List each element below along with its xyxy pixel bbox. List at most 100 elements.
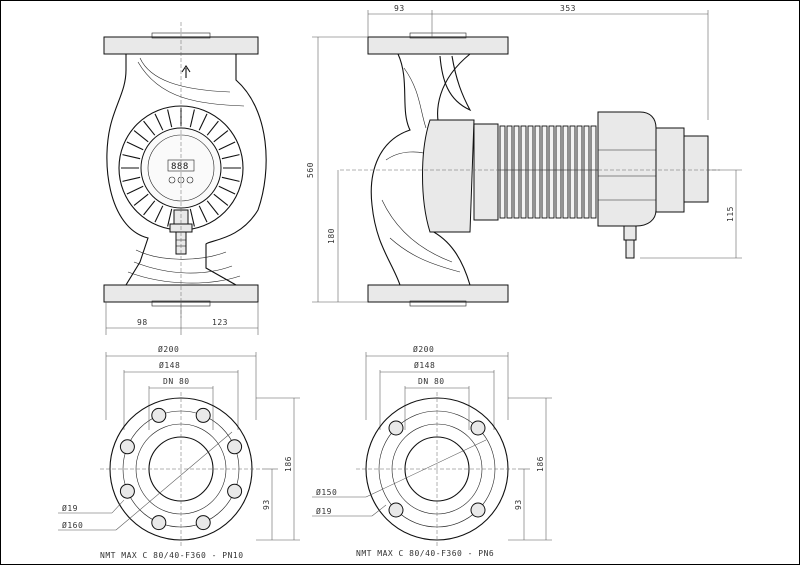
pn6-dim-hole: Ø19 (316, 506, 332, 516)
pn10-dim-half: 93 (262, 499, 271, 510)
cooling-fin (213, 130, 229, 143)
pn10-dim-hole: Ø19 (62, 503, 78, 513)
bolt-hole (151, 407, 167, 423)
cooling-fin (189, 109, 195, 128)
pn6-dim-pitch: Ø148 (414, 360, 435, 370)
motor-fin (583, 125, 590, 219)
bolt-hole (195, 407, 211, 423)
pn10-dim-bolt-circle: Ø160 (62, 520, 83, 530)
cooling-fin (154, 205, 164, 223)
neck-line-2 (133, 261, 233, 274)
cooling-fin (143, 200, 156, 216)
side-dim-total-length: 353 (560, 4, 576, 13)
pn10-caption: NMT MAX C 80/40-F360 - PN10 (100, 551, 244, 560)
motor-fin (527, 125, 534, 219)
bolt-hole (119, 483, 135, 499)
pn6-caption: NMT MAX C 80/40-F360 - PN6 (356, 549, 494, 558)
motor-fin (513, 125, 520, 219)
pn6-dim-height: 186 (536, 456, 545, 472)
bolt-hole (151, 515, 167, 531)
cooling-fin (122, 176, 141, 182)
motor-fin (548, 125, 555, 219)
bolt-hole (470, 420, 486, 436)
cooling-fin (218, 141, 236, 151)
motor-fin (534, 125, 541, 219)
side-view: 93 353 560 180 115 (306, 4, 742, 307)
bolt-hole (119, 439, 135, 455)
pn6-dim-dn: DN 80 (418, 377, 445, 386)
bolt-hole (195, 515, 211, 531)
cooling-fin (167, 109, 173, 128)
motor-fin (506, 125, 513, 219)
motor-fin (499, 125, 506, 219)
motor-fin (576, 125, 583, 219)
motor-cooling-fins (498, 125, 598, 219)
front-dim-left: 98 (137, 318, 148, 327)
pn10-dim-outer: Ø200 (158, 344, 179, 354)
flow-arrow-icon (181, 65, 191, 78)
cooling-fin (198, 205, 208, 223)
bearing-housing (422, 119, 475, 233)
motor-fin (562, 125, 569, 219)
front-dim-right: 123 (212, 318, 228, 327)
cooling-fin (154, 113, 164, 131)
motor-flange (473, 123, 499, 221)
motor-fin (569, 125, 576, 219)
button-plus-icon (186, 176, 194, 184)
bolt-hole (388, 420, 404, 436)
cooling-fin (206, 200, 219, 216)
volute-line-1 (139, 57, 231, 93)
pump-housing-outline (106, 53, 267, 286)
neck-line-1 (135, 249, 227, 260)
cooling-fin (133, 193, 149, 206)
pn10-bolt-holes (119, 407, 243, 531)
side-dim-motor-height: 115 (726, 206, 735, 222)
pn10-dim-height: 186 (284, 456, 293, 472)
cooling-fin (198, 113, 208, 131)
control-panel-ring (147, 134, 215, 202)
cooling-fin (122, 154, 141, 160)
cooling-fin (133, 130, 149, 143)
side-dim-axis-height: 180 (327, 228, 336, 244)
flange-pn10-view: Ø200 Ø148 DN 80 186 93 (58, 344, 300, 560)
display-readout: 888 (171, 162, 189, 172)
bolt-hole (388, 502, 404, 518)
bolt-hole (227, 439, 243, 455)
electronics-module (683, 135, 709, 203)
cooling-fin (213, 193, 229, 206)
side-dim-height: 560 (306, 162, 315, 178)
side-top-flange-rim (409, 32, 467, 39)
pn6-dim-half: 93 (514, 499, 523, 510)
flange-pn6-view: Ø200 Ø148 DN 80 186 93 Ø150 (312, 344, 552, 558)
side-bottom-flange-rim (409, 300, 467, 307)
pn10-dim-dn: DN 80 (163, 377, 190, 386)
button-mode-icon (177, 176, 185, 184)
pn6-dim-outer: Ø200 (413, 344, 434, 354)
button-minus-icon (168, 176, 176, 184)
motor-fin (520, 125, 527, 219)
side-cable-connector (625, 239, 635, 259)
cooling-fin (143, 120, 156, 136)
cooling-fin (206, 120, 219, 136)
motor-fin (541, 125, 548, 219)
neck-line-3 (127, 271, 241, 284)
cooling-fin (221, 154, 240, 160)
motor-fin (590, 125, 597, 219)
cooling-fins (121, 108, 241, 228)
motor-fin (555, 125, 562, 219)
pn10-dim-pitch: Ø148 (159, 360, 180, 370)
cooling-fin (167, 208, 173, 227)
cooling-fin (126, 185, 144, 195)
cooling-fin (218, 185, 236, 195)
side-dim-flange-offset: 93 (394, 4, 405, 13)
bolt-hole (227, 483, 243, 499)
bolt-hole (470, 502, 486, 518)
pn6-dim-bolt-circle: Ø150 (316, 487, 337, 497)
cooling-fin (126, 141, 144, 151)
cooling-fin (221, 176, 240, 182)
cooling-fin (189, 208, 195, 227)
pn6-bolt-holes (388, 420, 486, 518)
